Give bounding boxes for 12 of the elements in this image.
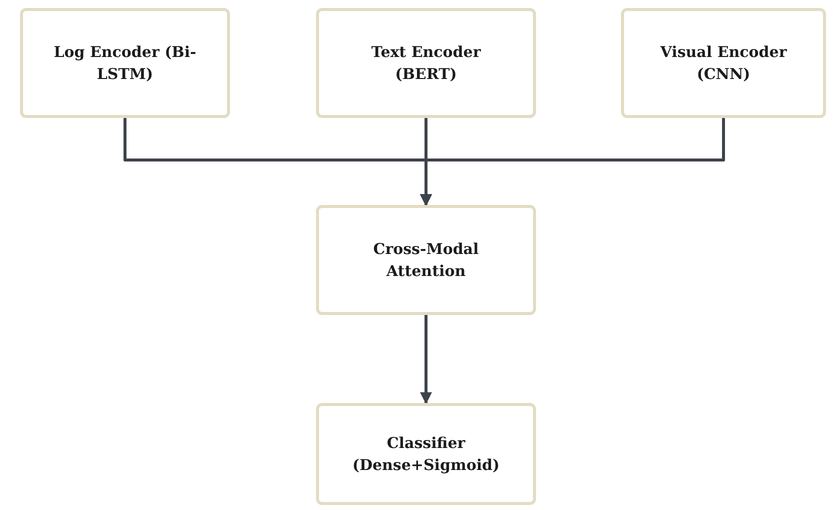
process-box	[316, 8, 536, 118]
process-box	[316, 403, 536, 505]
node-label: Classifier (Dense+Sigmoid)	[351, 432, 501, 476]
node-label: Cross-Modal Attention	[372, 238, 480, 282]
node-label: Log Encoder (Bi-LSTM)	[52, 42, 198, 85]
arrow	[420, 118, 725, 206]
process-box	[20, 8, 230, 118]
node-label: Visual Encoder (CNN)	[659, 42, 788, 85]
node-label: Text Encoder (BERT)	[370, 42, 482, 85]
process-box	[316, 205, 536, 315]
arrow	[420, 315, 432, 404]
process-box	[621, 8, 826, 118]
